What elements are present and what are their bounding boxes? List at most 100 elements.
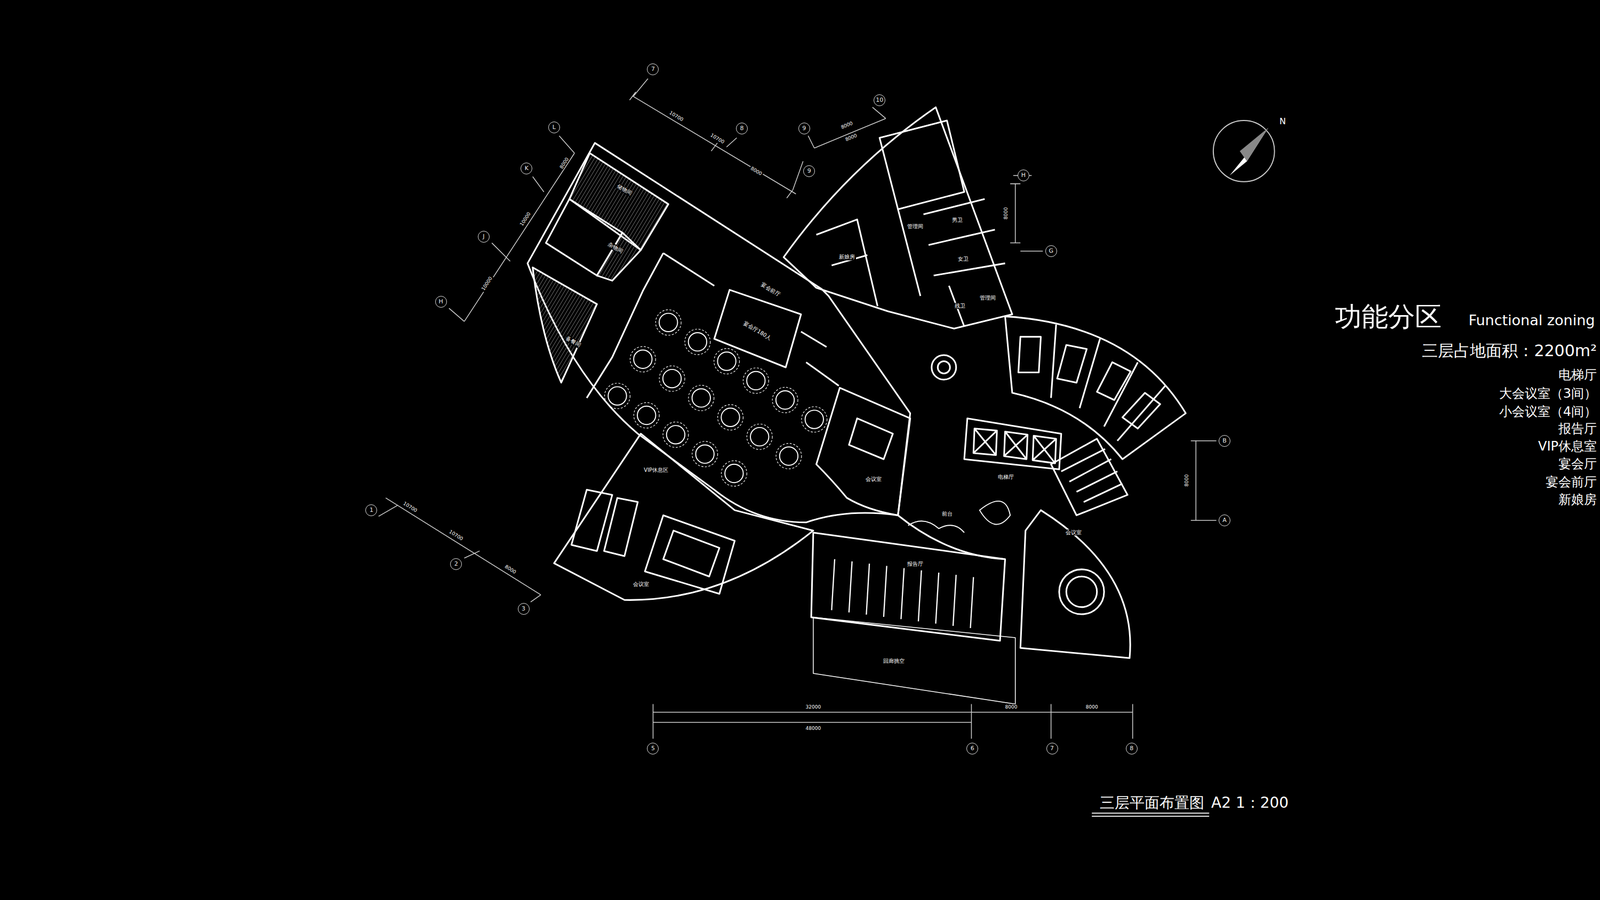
caption-underline	[1091, 813, 1210, 817]
zone-item: 电梯厅	[1558, 368, 1597, 383]
room-name: 管理间	[906, 223, 925, 230]
dimension-line	[378, 498, 541, 603]
banquet-table	[688, 332, 707, 351]
grid-bubble: 3	[517, 603, 530, 615]
grid-bubble: J	[477, 230, 490, 243]
grid-bubble: A	[1218, 514, 1231, 527]
room-name: 新娘房	[837, 253, 856, 261]
dimension: 8000	[1004, 704, 1019, 710]
room-name: 女卫	[956, 256, 970, 263]
grid-bubble: 8	[736, 122, 748, 135]
banquet-table	[721, 408, 740, 427]
room-name: 会议室	[1064, 529, 1083, 536]
wall	[586, 253, 839, 399]
scale-note: A2 1：200	[1211, 794, 1289, 812]
grid-bubble: 7	[1046, 742, 1059, 755]
grid-bubble: G	[1045, 245, 1058, 258]
seat-row	[900, 568, 904, 620]
seat-row	[970, 577, 974, 629]
drawing-caption: 三层平面布置图	[1099, 794, 1205, 812]
chairs	[801, 406, 828, 433]
banquet-table	[779, 446, 798, 466]
zone-item: 宴会前厅	[1545, 475, 1597, 491]
seat-row	[883, 565, 887, 618]
lecture-seats	[831, 559, 974, 629]
stage-box	[714, 290, 802, 368]
seat-row	[953, 574, 957, 627]
room-name: 前台	[940, 511, 954, 518]
room-name: 报告厅	[906, 561, 925, 568]
banquet-table	[805, 410, 824, 429]
banquet-table	[695, 444, 714, 463]
dimension-line	[629, 78, 803, 199]
meeting-wing	[1005, 316, 1187, 460]
chairs	[692, 441, 718, 468]
dimension: 10700	[667, 109, 686, 124]
chairs	[684, 329, 711, 355]
chairs	[776, 443, 802, 470]
core	[931, 355, 957, 380]
service-wing	[783, 107, 1013, 329]
grid-bubble: 8	[1125, 742, 1138, 755]
hatched-room	[532, 267, 598, 383]
table	[849, 418, 893, 460]
chairs	[746, 424, 773, 450]
grid-bubble: 1	[365, 504, 378, 517]
wall	[1051, 324, 1166, 442]
dimension: 10700	[401, 500, 420, 515]
table	[1018, 337, 1160, 429]
dimension: 8000	[1003, 205, 1009, 221]
banquet-table	[724, 464, 743, 483]
stair	[1051, 438, 1128, 516]
dimension: 8000	[839, 120, 855, 131]
zone-item: 新娘房	[1558, 492, 1597, 508]
room-name: 残卫	[953, 302, 967, 310]
seat-row	[935, 572, 939, 624]
hatched-room	[569, 153, 669, 251]
vip-wing	[554, 433, 814, 600]
room-name: 电梯厅	[996, 474, 1015, 482]
room-name: 会议室	[632, 581, 651, 589]
chairs	[604, 383, 631, 410]
dimension: 10000	[518, 210, 533, 229]
banquet-table	[662, 369, 682, 388]
grid-bubble: 7	[646, 63, 659, 76]
dimension-line	[808, 107, 886, 149]
chairs	[772, 387, 798, 413]
stair	[879, 120, 965, 210]
room-name: 宴会厅180人	[741, 319, 774, 342]
panel-title: 功能分区	[1334, 301, 1442, 333]
elevator-core	[964, 418, 1062, 470]
banquet-table	[692, 388, 711, 407]
room-name: 管理间	[978, 294, 997, 302]
grid-bubble: 9	[803, 165, 815, 178]
lecture-hall	[811, 532, 1006, 642]
banquet-table	[659, 313, 678, 332]
chairs	[717, 404, 744, 431]
chairs	[662, 421, 689, 448]
banquet-table	[746, 371, 765, 390]
grid-bubble: H	[1017, 169, 1030, 182]
room-name: 会议室	[864, 476, 883, 483]
dimension: 8000	[843, 132, 859, 143]
zone-item: 报告厅	[1558, 422, 1597, 438]
grid-bubble: 10	[873, 94, 886, 107]
table	[663, 530, 720, 577]
banquet-table	[666, 425, 685, 444]
banquet-table	[637, 406, 656, 425]
banquet-table	[750, 427, 769, 446]
chairs	[655, 309, 682, 336]
dimension: 8000	[502, 563, 518, 576]
grid-bubble: 6	[966, 742, 979, 755]
banquet-table	[776, 390, 795, 410]
grid-bubble: L	[548, 121, 560, 134]
chairs	[688, 385, 715, 412]
meeting-room	[816, 387, 911, 516]
dimension-line	[1010, 175, 1043, 252]
banquet-table	[717, 352, 736, 371]
chairs	[721, 460, 747, 487]
meeting-room	[644, 515, 735, 594]
dimension: 8000	[1084, 704, 1100, 710]
